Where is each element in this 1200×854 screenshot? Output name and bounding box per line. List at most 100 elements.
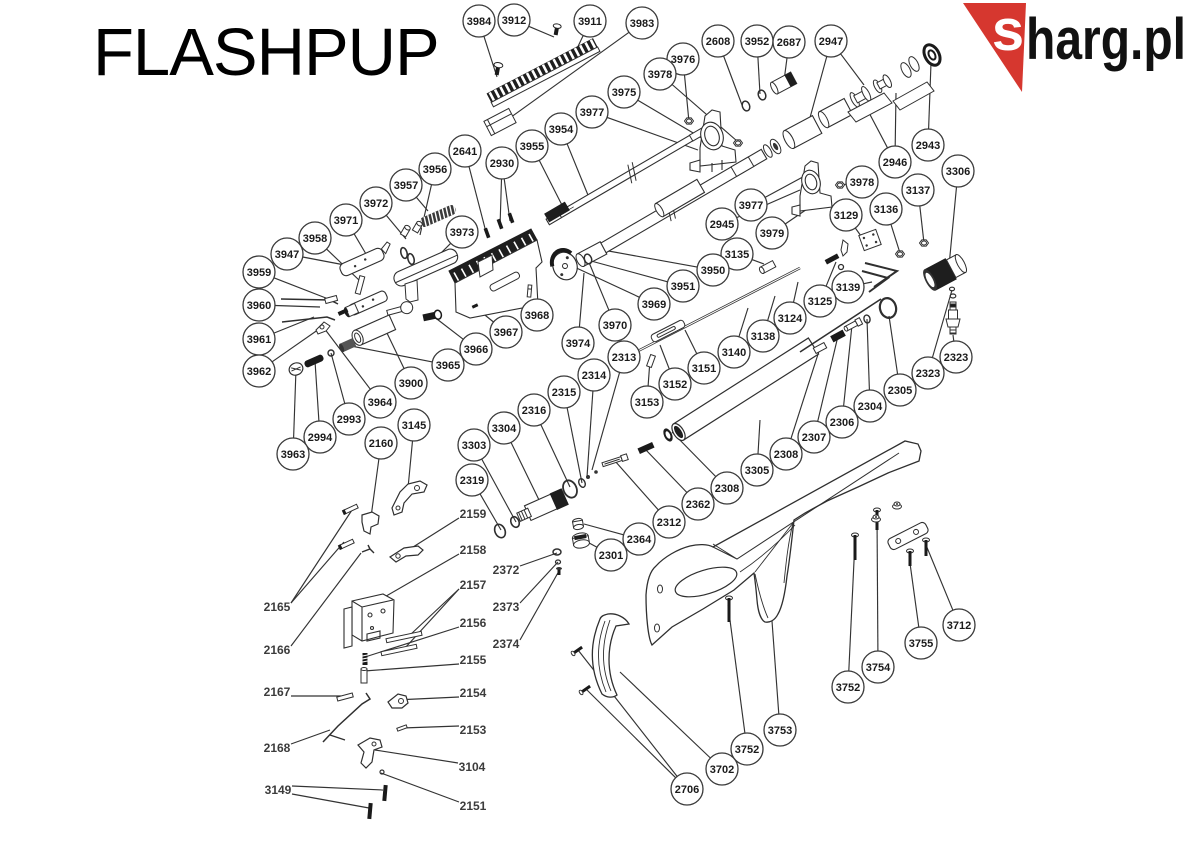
svg-text:2687: 2687 [777, 37, 801, 49]
svg-text:3947: 3947 [275, 249, 299, 261]
svg-text:2308: 2308 [774, 449, 798, 461]
svg-text:2993: 2993 [337, 414, 361, 426]
svg-text:2608: 2608 [706, 36, 730, 48]
svg-text:2314: 2314 [582, 370, 607, 382]
svg-text:2312: 2312 [657, 517, 681, 529]
svg-text:2158: 2158 [460, 543, 487, 557]
svg-text:2155: 2155 [460, 653, 487, 667]
svg-text:3753: 3753 [768, 725, 792, 737]
svg-text:3951: 3951 [671, 281, 695, 293]
svg-text:3900: 3900 [399, 378, 423, 390]
svg-text:2304: 2304 [858, 401, 883, 413]
svg-text:3972: 3972 [364, 198, 388, 210]
svg-text:3755: 3755 [909, 638, 933, 650]
svg-text:3955: 3955 [520, 141, 544, 153]
svg-text:3125: 3125 [808, 296, 832, 308]
svg-text:3149: 3149 [265, 783, 292, 797]
svg-text:2947: 2947 [819, 36, 843, 48]
svg-text:3969: 3969 [642, 299, 666, 311]
svg-text:3960: 3960 [247, 300, 271, 312]
svg-text:3959: 3959 [247, 267, 271, 279]
svg-text:2641: 2641 [453, 146, 477, 158]
svg-text:2160: 2160 [369, 438, 393, 450]
svg-text:3958: 3958 [303, 233, 327, 245]
svg-text:2168: 2168 [264, 741, 291, 755]
svg-text:3137: 3137 [906, 185, 930, 197]
svg-text:2151: 2151 [460, 799, 487, 813]
svg-text:3975: 3975 [612, 87, 636, 99]
svg-text:2154: 2154 [460, 686, 487, 700]
svg-text:3104: 3104 [459, 760, 486, 774]
svg-text:2307: 2307 [802, 432, 826, 444]
svg-text:2946: 2946 [883, 157, 907, 169]
svg-text:2308: 2308 [715, 483, 739, 495]
svg-text:2943: 2943 [916, 140, 940, 152]
svg-text:3971: 3971 [334, 215, 358, 227]
svg-text:2945: 2945 [710, 219, 734, 231]
svg-text:3124: 3124 [778, 313, 803, 325]
svg-text:3752: 3752 [836, 682, 860, 694]
svg-text:3145: 3145 [402, 420, 426, 432]
svg-text:3973: 3973 [450, 227, 474, 239]
svg-text:2159: 2159 [460, 507, 487, 521]
svg-text:3968: 3968 [525, 310, 549, 322]
svg-text:3977: 3977 [580, 107, 604, 119]
svg-text:3967: 3967 [494, 327, 518, 339]
svg-text:2994: 2994 [308, 432, 333, 444]
svg-text:3965: 3965 [436, 360, 460, 372]
svg-text:2706: 2706 [675, 784, 699, 796]
svg-text:3304: 3304 [492, 423, 517, 435]
svg-text:3712: 3712 [947, 620, 971, 632]
svg-text:3979: 3979 [760, 228, 784, 240]
svg-text:3912: 3912 [502, 15, 526, 27]
svg-text:3129: 3129 [834, 210, 858, 222]
svg-text:3754: 3754 [866, 662, 891, 674]
svg-text:s: s [992, 0, 1024, 63]
svg-text:3140: 3140 [722, 347, 746, 359]
svg-text:3139: 3139 [836, 282, 860, 294]
svg-text:3983: 3983 [630, 18, 654, 30]
svg-text:3306: 3306 [946, 166, 970, 178]
svg-text:3978: 3978 [648, 69, 672, 81]
svg-text:3136: 3136 [874, 204, 898, 216]
svg-text:3952: 3952 [745, 36, 769, 48]
svg-text:2323: 2323 [916, 368, 940, 380]
svg-text:3970: 3970 [603, 320, 627, 332]
svg-text:2930: 2930 [490, 158, 514, 170]
svg-text:2165: 2165 [264, 600, 291, 614]
svg-text:3752: 3752 [735, 744, 759, 756]
svg-text:3702: 3702 [710, 764, 734, 776]
svg-text:3152: 3152 [663, 379, 687, 391]
svg-text:2305: 2305 [888, 385, 912, 397]
svg-text:3305: 3305 [745, 465, 769, 477]
svg-text:2153: 2153 [460, 723, 487, 737]
svg-text:2372: 2372 [493, 563, 520, 577]
svg-text:2313: 2313 [612, 352, 636, 364]
svg-text:2166: 2166 [264, 643, 291, 657]
svg-text:2374: 2374 [493, 637, 520, 651]
svg-text:2306: 2306 [830, 417, 854, 429]
svg-text:3977: 3977 [739, 200, 763, 212]
svg-text:3303: 3303 [462, 440, 486, 452]
svg-text:3964: 3964 [368, 397, 393, 409]
svg-text:2373: 2373 [493, 600, 520, 614]
svg-text:2323: 2323 [944, 352, 968, 364]
svg-text:3957: 3957 [394, 180, 418, 192]
svg-text:3961: 3961 [247, 334, 271, 346]
svg-text:3911: 3911 [578, 16, 602, 28]
svg-text:2157: 2157 [460, 578, 487, 592]
svg-text:2319: 2319 [460, 475, 484, 487]
svg-text:2156: 2156 [460, 616, 487, 630]
svg-text:3978: 3978 [850, 177, 874, 189]
svg-text:3984: 3984 [467, 16, 492, 28]
svg-text:2316: 2316 [522, 405, 546, 417]
svg-text:3954: 3954 [549, 124, 574, 136]
svg-text:3135: 3135 [725, 249, 749, 261]
svg-text:2167: 2167 [264, 685, 291, 699]
svg-text:2301: 2301 [599, 550, 623, 562]
svg-text:3153: 3153 [635, 397, 659, 409]
svg-text:3962: 3962 [247, 366, 271, 378]
svg-text:2315: 2315 [552, 387, 576, 399]
svg-text:3950: 3950 [701, 265, 725, 277]
svg-text:3151: 3151 [692, 363, 716, 375]
